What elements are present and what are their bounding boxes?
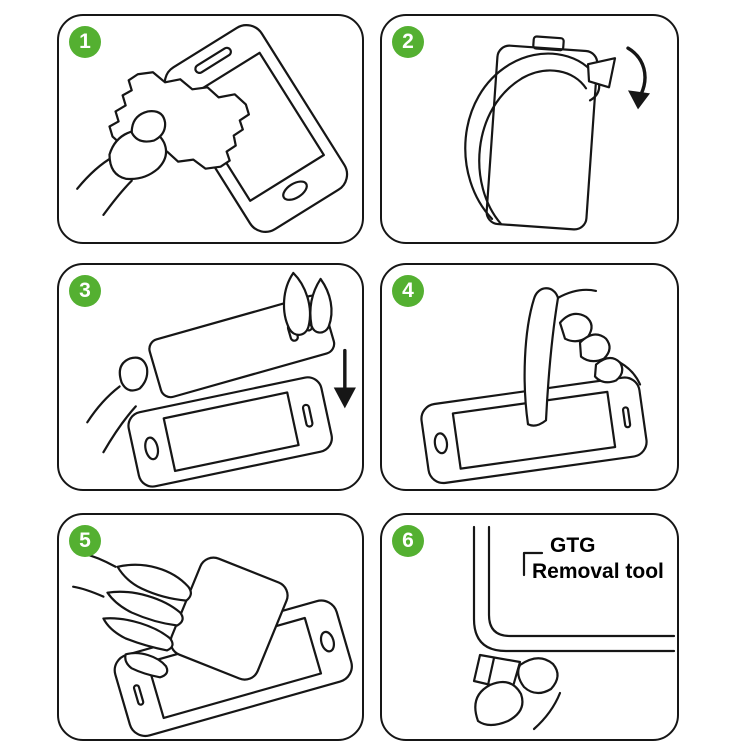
thumb [130, 110, 167, 143]
left-hand [86, 356, 149, 454]
curled-finger [578, 333, 611, 363]
illustration-press-screen [420, 287, 648, 485]
step-panel-5: 5 [57, 513, 364, 741]
label-leader [522, 551, 544, 577]
wrist-line [72, 585, 105, 598]
step-panel-6: 6 GTG Removal tool [380, 513, 679, 741]
step-number-badge: 2 [392, 26, 424, 58]
thumb [474, 680, 524, 727]
home-button [144, 436, 160, 461]
step-number-badge: 3 [69, 275, 101, 307]
finger [282, 271, 312, 336]
finger [116, 563, 192, 602]
hand-contour [532, 691, 562, 731]
phone-screen [162, 391, 300, 473]
home-button [282, 180, 308, 201]
pinching-fingers [474, 657, 562, 731]
step-panel-3: 3 [57, 263, 364, 491]
illustration-clean-screen [76, 24, 349, 233]
tool-crease [486, 656, 496, 687]
arrow-head [628, 90, 650, 110]
step-panel-4: 4 [380, 263, 679, 491]
peeling-film [464, 52, 617, 226]
palm-line [102, 405, 137, 454]
speaker-slot [621, 406, 632, 429]
film-edge [464, 52, 596, 221]
film-edge [478, 69, 588, 226]
leader-line [522, 551, 544, 577]
gtg-label-line2: Removal tool [532, 560, 664, 583]
step-number-badge: 5 [69, 525, 101, 557]
phone [127, 376, 333, 488]
step-number-badge: 6 [392, 525, 424, 557]
screen-protector [485, 35, 599, 231]
index-finger [517, 657, 559, 695]
home-button [433, 432, 449, 455]
illustration-peel-film [464, 35, 650, 231]
wrist-line [102, 179, 133, 216]
down-arrow [333, 348, 356, 409]
arrow-head [333, 387, 356, 409]
gtg-label-line1: GTG [550, 534, 596, 557]
finger [309, 277, 333, 334]
finger [102, 617, 174, 652]
wrist-line [76, 155, 115, 190]
illustration-removal-tool [472, 525, 676, 731]
curled-finger [558, 312, 593, 343]
speaker-slot [301, 403, 314, 428]
step-panel-1: 1 [57, 14, 364, 244]
right-hand-fingers [282, 271, 333, 336]
speaker-slot [132, 684, 145, 706]
peel-direction-arrow [626, 46, 650, 110]
illustration-smooth-card [72, 551, 353, 738]
home-button [319, 630, 336, 653]
palm-line [86, 385, 121, 424]
protector-body [485, 44, 599, 231]
corner-outer-edge [472, 525, 676, 653]
top-tab [532, 35, 565, 52]
glass-corner [472, 525, 676, 653]
step-number-badge: 1 [69, 26, 101, 58]
hand-contour [556, 288, 598, 299]
hand [76, 110, 168, 216]
gtg-removal-tool-label: GTG Removal tool [532, 533, 674, 585]
curled-finger [593, 356, 624, 384]
hand [72, 551, 192, 679]
hand-contour [618, 361, 642, 386]
finger [106, 590, 184, 627]
step-number-badge: 4 [392, 275, 424, 307]
thumb [124, 652, 169, 679]
film-flap [586, 57, 617, 89]
pressing-hand [523, 287, 642, 427]
arrow-shaft [626, 46, 647, 97]
speaker-slot [194, 46, 232, 74]
step-panel-2: 2 [380, 14, 679, 244]
illustration-align-protector [86, 271, 356, 488]
thumb [118, 356, 149, 392]
corner-inner-edge [487, 525, 676, 638]
phone-body [127, 376, 333, 488]
